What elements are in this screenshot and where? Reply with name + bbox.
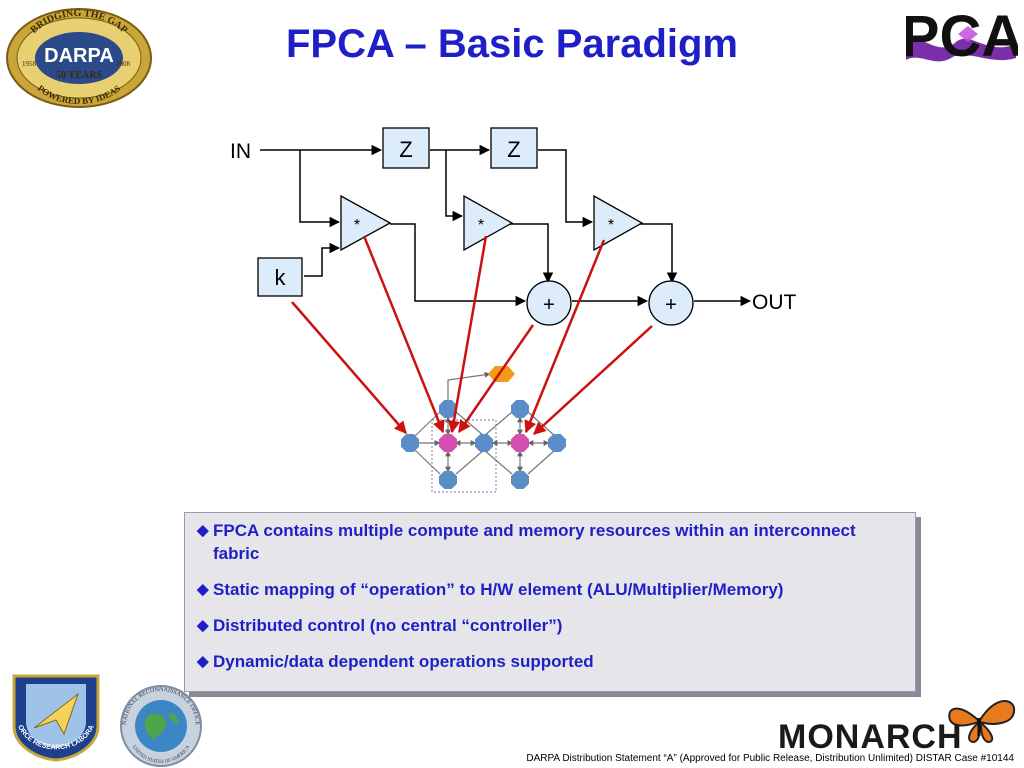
bullet-text-1: FPCA contains multiple compute and memor… bbox=[213, 521, 856, 563]
darpa-center-text: DARPA bbox=[44, 45, 114, 67]
slide-title: FPCA – Basic Paradigm bbox=[285, 22, 738, 66]
fpca-diagram: IN OUT Z Z k * * * + + bbox=[230, 127, 797, 493]
delay-block-1: Z bbox=[382, 127, 430, 169]
bullet-item: ◆Static mapping of “operation” to H/W el… bbox=[197, 578, 905, 601]
butterfly-icon bbox=[948, 700, 1016, 744]
darpa-year-left: 1958 bbox=[22, 60, 37, 68]
out-label: OUT bbox=[752, 291, 797, 314]
bullet-item: ◆Distributed control (no central “contro… bbox=[197, 614, 905, 637]
fabric-node-multiplier bbox=[439, 434, 457, 452]
multiplier-label-1: * bbox=[354, 217, 360, 234]
diamond-bullet-icon: ◆ bbox=[197, 617, 209, 634]
bullet-text-2: Static mapping of “operation” to H/W ele… bbox=[213, 580, 784, 599]
bullet-item: ◆Dynamic/data dependent operations suppo… bbox=[197, 650, 905, 673]
multiplier-label-3: * bbox=[608, 217, 614, 234]
interconnect-fabric bbox=[401, 366, 566, 493]
footer-statement: DARPA Distribution Statement “A” (Approv… bbox=[526, 753, 1014, 764]
signal-wires bbox=[260, 144, 752, 307]
multiplier-3: * bbox=[593, 194, 644, 252]
delay-label-1: Z bbox=[399, 137, 412, 162]
bullet-panel: ◆FPCA contains multiple compute and memo… bbox=[184, 512, 916, 692]
monarch-text: MONARCH bbox=[778, 718, 963, 752]
bullet-list: ◆FPCA contains multiple compute and memo… bbox=[185, 519, 915, 673]
fabric-links bbox=[413, 371, 556, 475]
fabric-node bbox=[439, 471, 457, 489]
fabric-node-multiplier bbox=[511, 434, 529, 452]
diamond-bullet-icon: ◆ bbox=[197, 581, 209, 598]
bullet-text-4: Dynamic/data dependent operations suppor… bbox=[213, 652, 594, 671]
diamond-bullet-icon: ◆ bbox=[197, 653, 209, 670]
in-label: IN bbox=[230, 140, 251, 163]
darpa-logo: BRIDGING THE GAP POWERED BY IDEAS DARPA … bbox=[6, 8, 152, 108]
fabric-node bbox=[548, 434, 566, 452]
adder-1: + bbox=[526, 280, 572, 326]
darpa-years: 50 YEARS bbox=[56, 70, 102, 81]
fabric-node bbox=[511, 400, 529, 418]
fabric-node-orange bbox=[488, 366, 515, 382]
adder-2: + bbox=[648, 280, 694, 326]
k-label: k bbox=[275, 265, 287, 290]
darpa-year-right: 2008 bbox=[116, 60, 131, 68]
monarch-logo: MONARCH bbox=[778, 700, 1016, 752]
adder-label-2: + bbox=[665, 294, 677, 316]
diamond-bullet-icon: ◆ bbox=[197, 522, 209, 539]
bullet-item: ◆FPCA contains multiple compute and memo… bbox=[197, 519, 905, 565]
delay-block-2: Z bbox=[490, 127, 538, 169]
fabric-node bbox=[475, 434, 493, 452]
multiplier-2: * bbox=[463, 194, 514, 252]
constant-k-block: k bbox=[257, 257, 303, 297]
adder-label-1: + bbox=[543, 294, 555, 316]
nro-logo: NATIONAL RECONNAISSANCE OFFICE UNITED ST… bbox=[120, 685, 202, 767]
mapping-arrows bbox=[291, 235, 653, 435]
afrl-logo: AIR FORCE RESEARCH LABORATORY bbox=[4, 664, 100, 762]
fabric-node bbox=[439, 400, 457, 418]
fabric-node bbox=[401, 434, 419, 452]
bullet-text-3: Distributed control (no central “control… bbox=[213, 616, 563, 635]
fabric-node bbox=[511, 471, 529, 489]
multiplier-label-2: * bbox=[478, 217, 484, 234]
delay-label-2: Z bbox=[507, 137, 520, 162]
pca-logo: PCA bbox=[906, 4, 1018, 69]
